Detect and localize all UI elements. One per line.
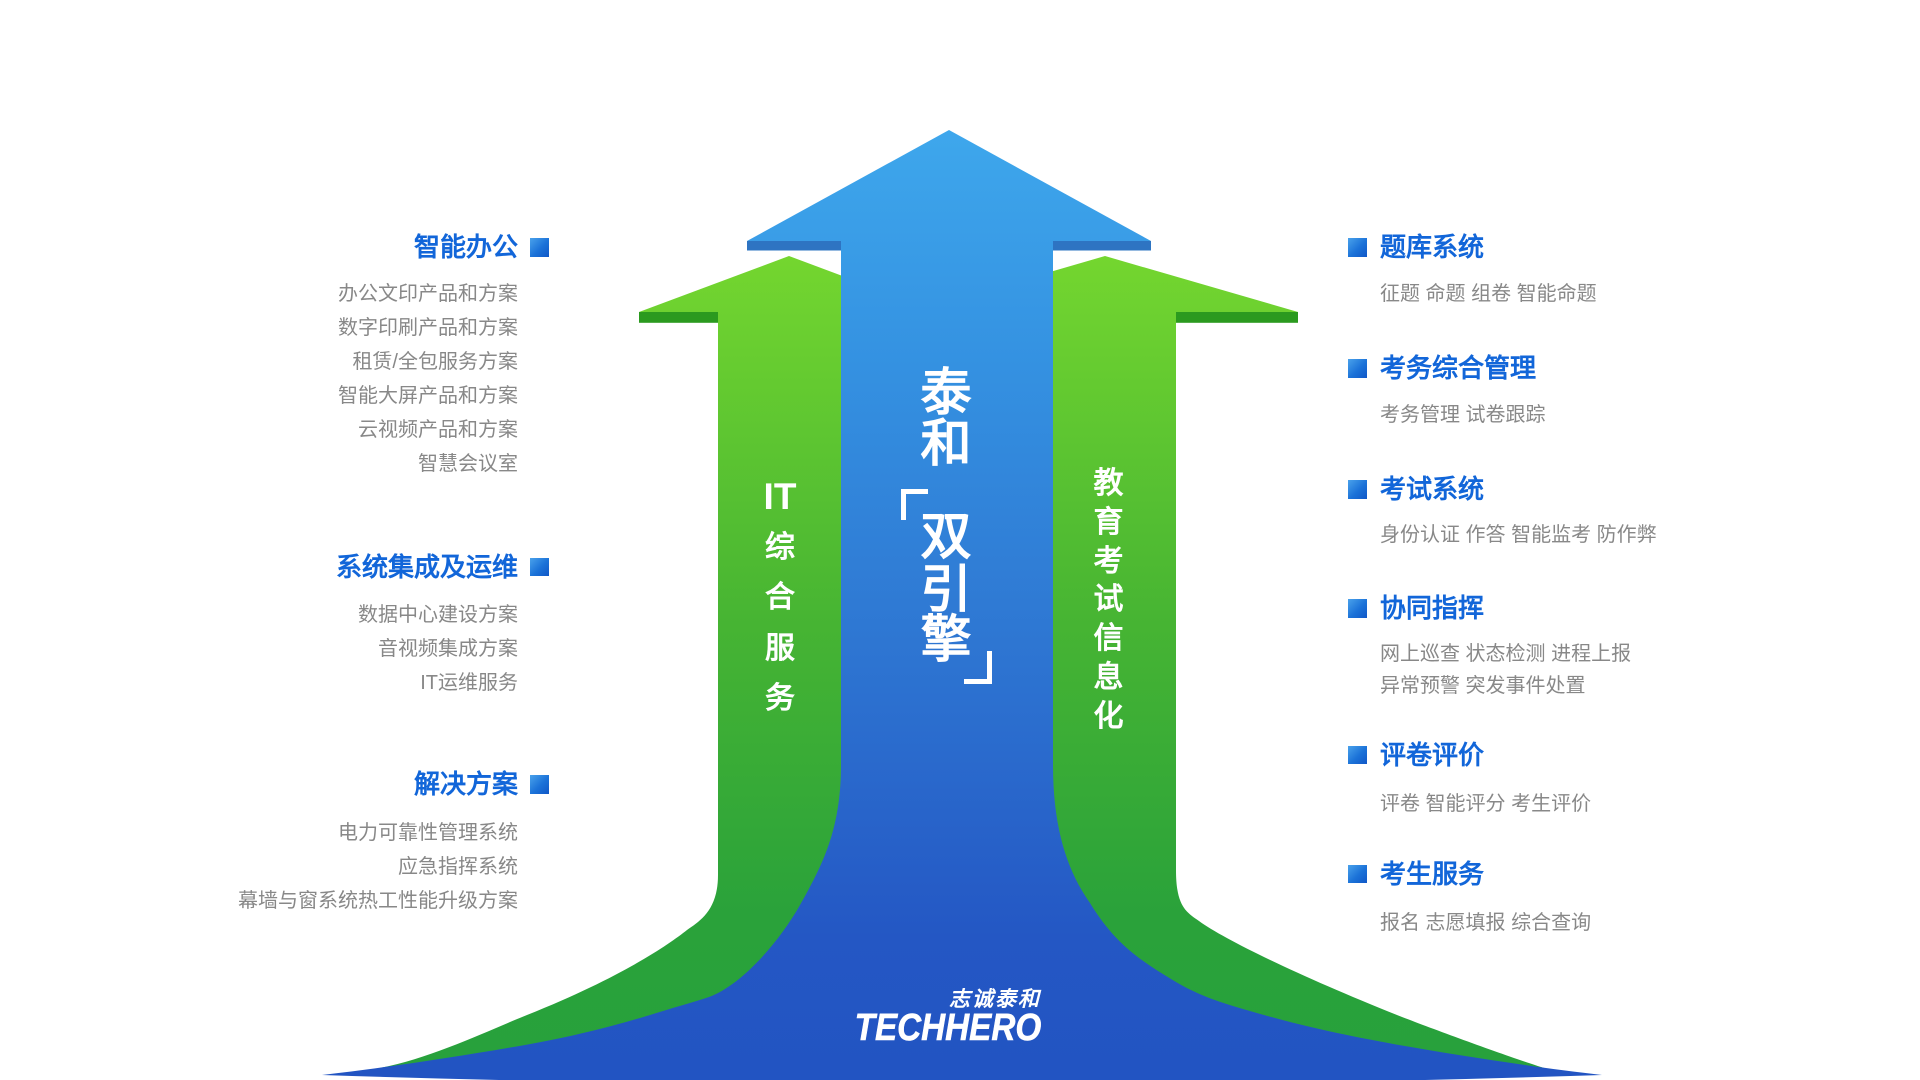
center-arrow-label-char: 双 bbox=[920, 507, 972, 565]
section-title: 考务综合管理 bbox=[1380, 353, 1537, 383]
list-item: 云视频产品和方案 bbox=[358, 419, 518, 441]
section-title: 协同指挥 bbox=[1380, 593, 1485, 623]
right-arrow-label-char: 育 bbox=[1093, 505, 1124, 539]
right-arrow-label-char: 息 bbox=[1093, 660, 1124, 694]
section-bullet-square bbox=[1348, 864, 1367, 883]
center-arrow-label: 泰 和 双 引 擎 bbox=[904, 367, 988, 665]
center-label-open-bracket: 「 bbox=[900, 488, 928, 520]
section-title: 题库系统 bbox=[1380, 232, 1485, 262]
right-arrow-label-char: 试 bbox=[1093, 583, 1124, 617]
section-title: 考生服务 bbox=[1380, 858, 1485, 889]
right-section-4: 评卷评价 评卷 智能评分 考生评价 bbox=[1380, 738, 1900, 820]
right-section-1: 考务综合管理 考务管理 试卷跟踪 bbox=[1380, 351, 1900, 431]
left-arrow-label-char: 服 bbox=[765, 631, 795, 665]
section-title: 评卷评价 bbox=[1380, 739, 1485, 770]
section-title: 考试系统 bbox=[1380, 474, 1485, 504]
section-desc: 征题 命题 组卷 智能命题 bbox=[1380, 283, 1597, 305]
section-desc: 评卷 智能评分 考生评价 bbox=[1380, 792, 1592, 815]
left-section-2: 解决方案 电力可靠性管理系统 应急指挥系统 幕墙与窗系统热工性能升级方案 bbox=[0, 767, 518, 918]
list-item: 智慧会议室 bbox=[418, 453, 518, 475]
section-title: 智能办公 bbox=[413, 232, 518, 262]
left-green-arrow-body bbox=[380, 312, 860, 1080]
logo: 志诚泰和 TECHHERO bbox=[828, 988, 1041, 1049]
section-bullet-square bbox=[530, 557, 549, 576]
list-item: 应急指挥系统 bbox=[398, 856, 518, 878]
center-arrow-label-char: 和 bbox=[920, 414, 972, 472]
center-arrow-label-char: 引 bbox=[920, 560, 972, 618]
list-item: 智能大屏产品和方案 bbox=[338, 385, 518, 407]
section-bullet-square bbox=[1348, 359, 1367, 378]
list-item: 电力可靠性管理系统 bbox=[338, 822, 518, 844]
section-desc: 考务管理 试卷跟踪 bbox=[1380, 404, 1546, 426]
list-item: 音视频集成方案 bbox=[378, 637, 518, 660]
left-arrow-label-char: 合 bbox=[765, 581, 795, 614]
right-arrow-label-char: 化 bbox=[1093, 699, 1124, 733]
right-green-arrow-body bbox=[1034, 312, 1544, 1080]
right-section-5: 考生服务 报名 志愿填报 综合查询 bbox=[1380, 857, 1900, 939]
list-item: IT运维服务 bbox=[420, 671, 518, 694]
right-arrow-label-char: 信 bbox=[1093, 622, 1124, 656]
left-arrow-label-char: IT bbox=[763, 476, 797, 517]
right-section-0: 题库系统 征题 命题 组卷 智能命题 bbox=[1380, 230, 1900, 310]
right-arrow-label-char: 考 bbox=[1093, 544, 1124, 578]
blue-arrow-underside-left bbox=[747, 241, 841, 251]
logo-chinese-text: 志诚泰和 bbox=[949, 988, 1041, 1011]
section-title: 解决方案 bbox=[413, 769, 518, 799]
center-arrow-label-char: 擎 bbox=[920, 610, 972, 668]
list-item: 办公文印产品和方案 bbox=[338, 283, 518, 305]
right-arrow-label-char: 教 bbox=[1093, 467, 1124, 500]
left-arrow-label-char: 务 bbox=[765, 682, 795, 715]
section-bullet-square bbox=[1348, 480, 1367, 499]
right-arrow-label: 教 育 考 试 信 息 化 bbox=[1067, 465, 1151, 737]
section-desc: 身份认证 作答 智能监考 防作弊 bbox=[1380, 524, 1657, 546]
left-section-1: 系统集成及运维 数据中心建设方案 音视频集成方案 IT运维服务 bbox=[0, 550, 518, 700]
section-bullet-square bbox=[530, 238, 549, 257]
section-bullet-square bbox=[1348, 745, 1367, 764]
section-bullet-square bbox=[1348, 238, 1367, 257]
section-desc: 网上巡查 状态检测 进程上报 bbox=[1380, 643, 1632, 665]
section-desc: 异常预警 突发事件处置 bbox=[1380, 675, 1586, 697]
right-section-2: 考试系统 身份认证 作答 智能监考 防作弊 bbox=[1380, 472, 1900, 551]
blue-arrow-head bbox=[747, 130, 1151, 241]
section-title: 系统集成及运维 bbox=[335, 551, 518, 582]
list-item: 数据中心建设方案 bbox=[358, 603, 518, 626]
list-item: 数字印刷产品和方案 bbox=[338, 317, 518, 339]
right-section-3: 协同指挥 网上巡查 状态检测 进程上报 异常预警 突发事件处置 bbox=[1380, 591, 1900, 702]
blue-arrow-body bbox=[322, 241, 1602, 1080]
center-arrow-label-char: 泰 bbox=[920, 363, 972, 421]
right-green-arrow-underside bbox=[1176, 312, 1298, 323]
left-arrow-label-char: 综 bbox=[765, 530, 795, 564]
section-bullet-square bbox=[1348, 599, 1367, 618]
left-arrow-label: IT 综 合 服 务 bbox=[738, 472, 822, 725]
center-label-close-bracket: 」 bbox=[964, 651, 992, 684]
left-green-arrow-underside bbox=[639, 312, 719, 323]
left-section-0: 智能办公 办公文印产品和方案 数字印刷产品和方案 租赁/全包服务方案 智能大屏产… bbox=[0, 230, 518, 481]
blue-arrow-underside-right bbox=[1053, 241, 1151, 251]
section-desc: 报名 志愿填报 综合查询 bbox=[1380, 911, 1592, 934]
list-item: 租赁/全包服务方案 bbox=[352, 351, 518, 373]
section-bullet-square bbox=[530, 775, 549, 794]
list-item: 幕墙与窗系统热工性能升级方案 bbox=[238, 890, 518, 912]
logo-english-text: TECHHERO bbox=[854, 1007, 1041, 1049]
